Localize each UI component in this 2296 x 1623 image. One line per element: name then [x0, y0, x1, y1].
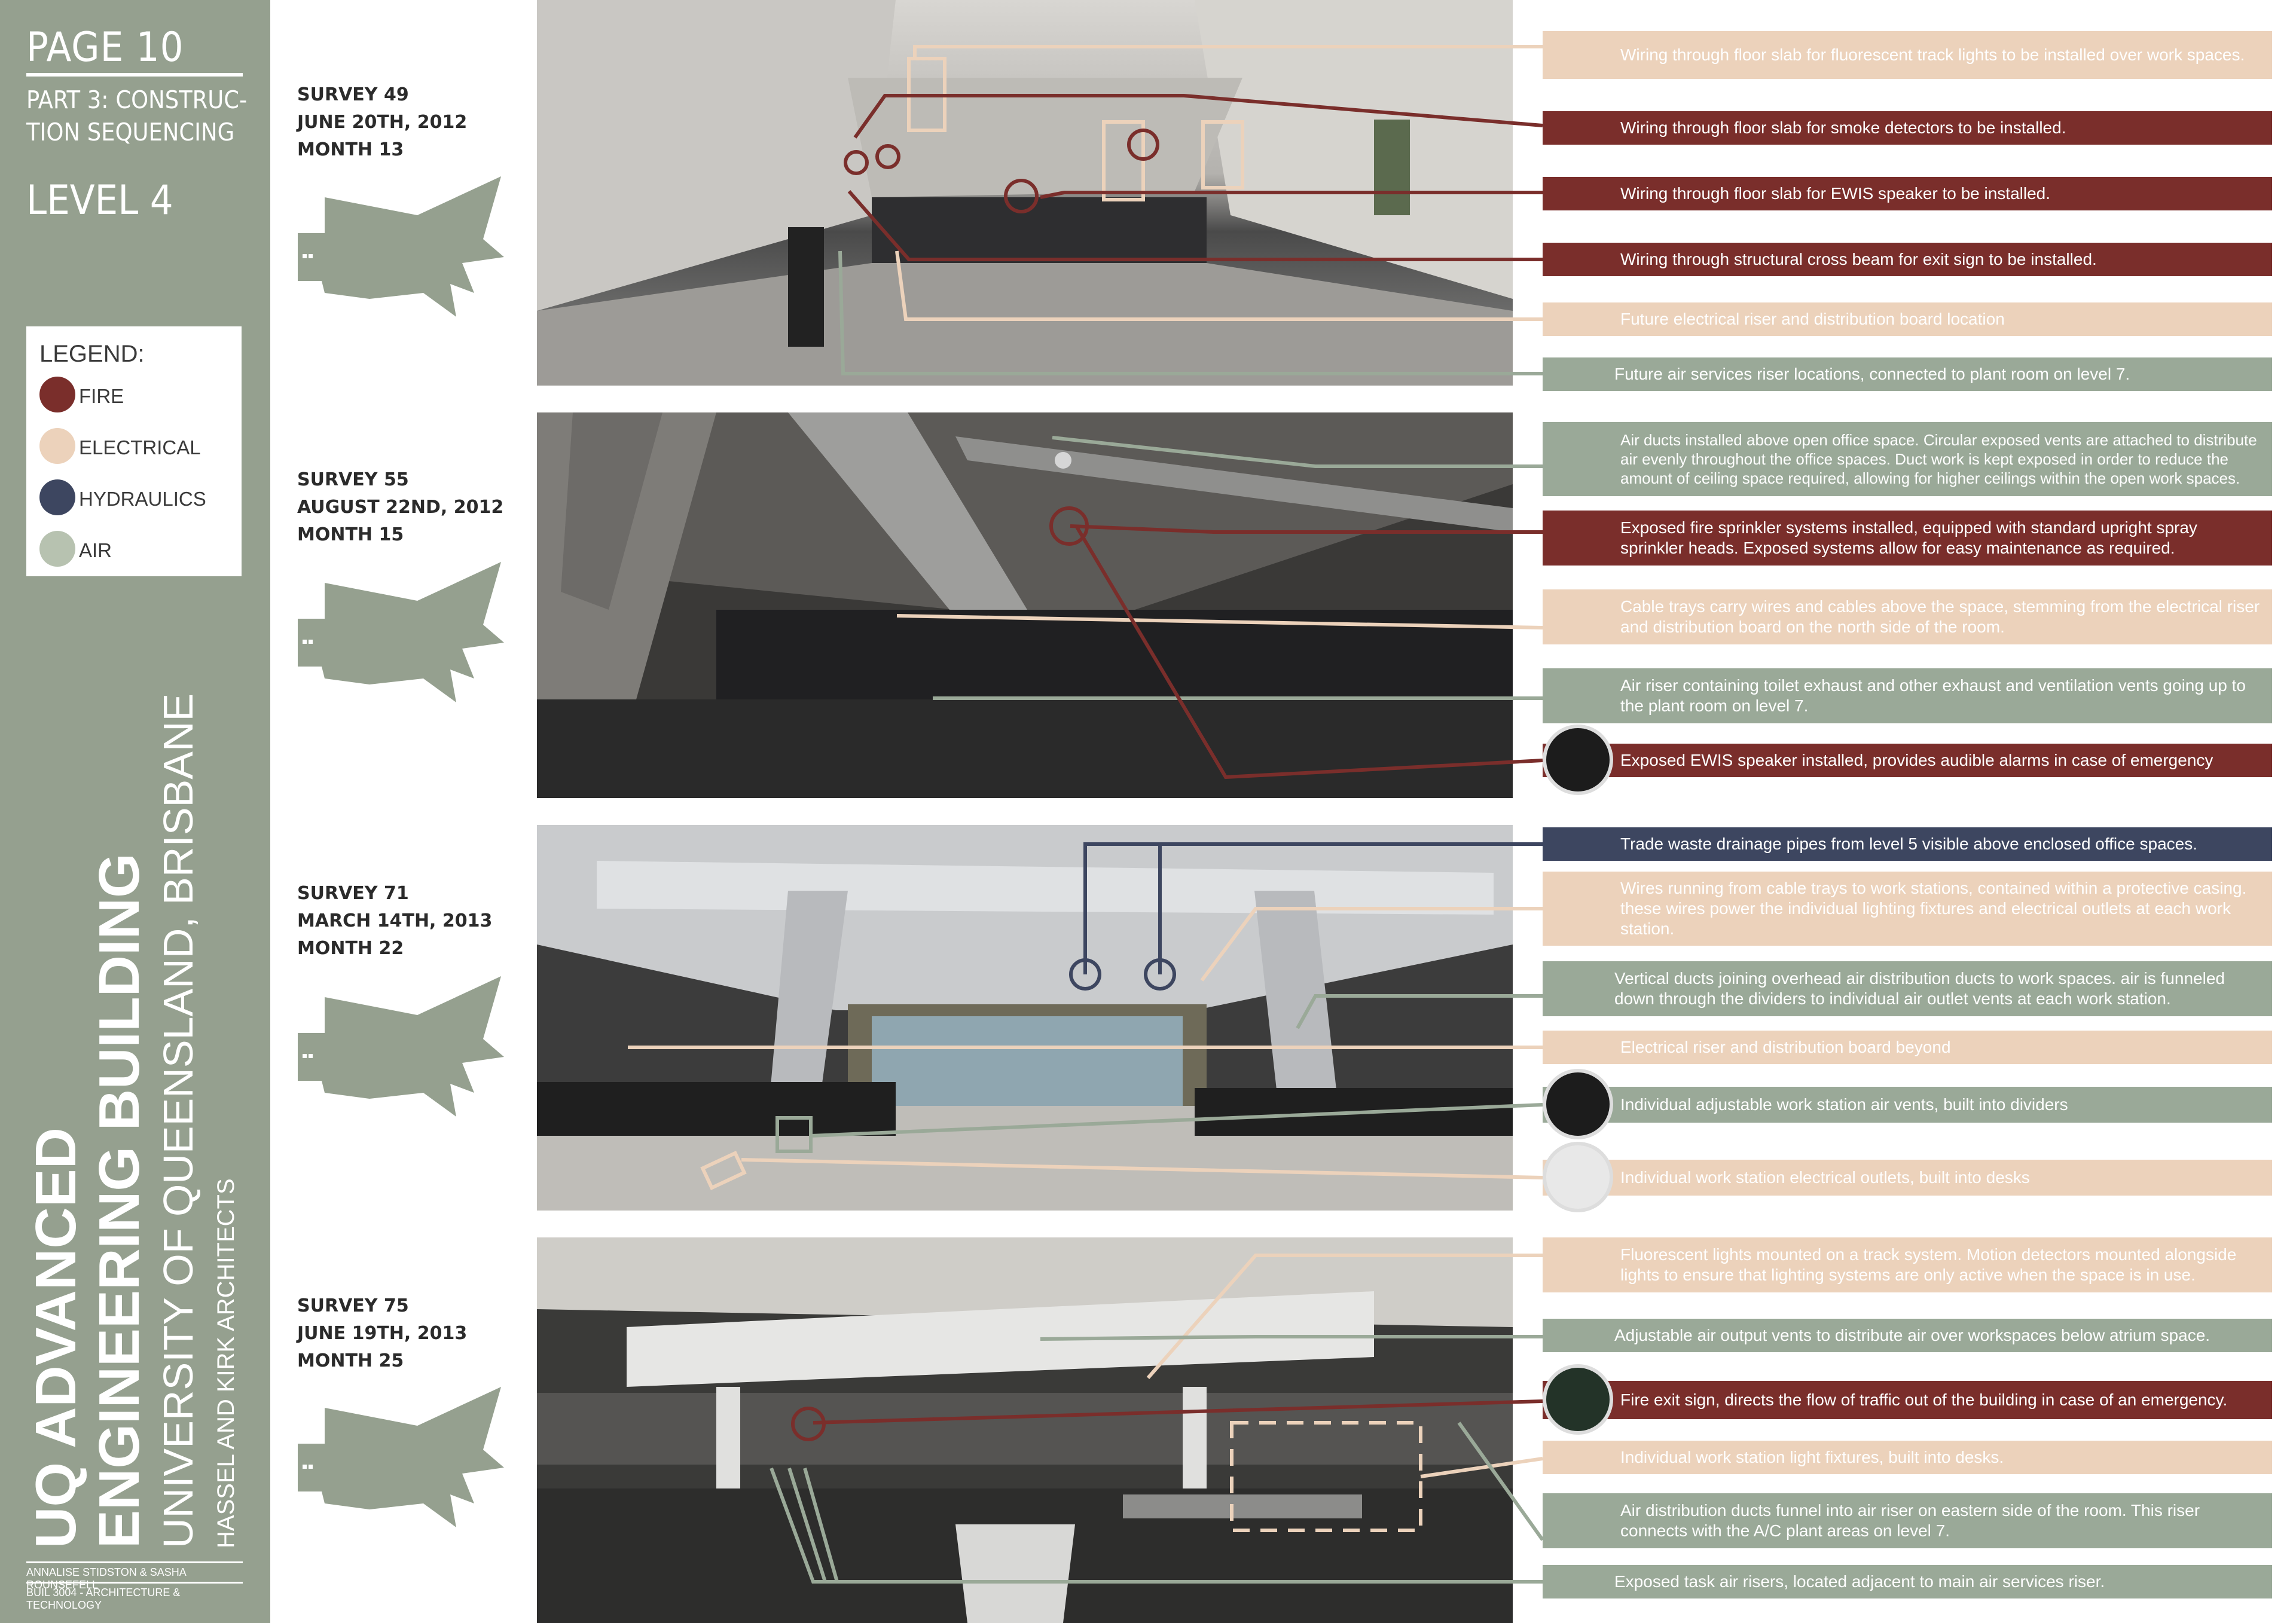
survey-month: MONTH 15	[297, 524, 404, 545]
callout-fire: Wiring through structural cross beam for…	[1543, 243, 2272, 276]
survey-number: SURVEY 55	[297, 469, 409, 490]
survey-date: MARCH 14TH, 2013	[297, 910, 493, 931]
legend: LEGEND: FIRE ELECTRICAL HYDRAULICS AIR	[26, 326, 242, 576]
legend-item-hydraulics: HYDRAULICS	[39, 479, 237, 516]
survey-number: SURVEY 75	[297, 1295, 409, 1316]
callout-electrical: Future electrical riser and distribution…	[1543, 302, 2272, 336]
callout-electrical: Individual work station electrical outle…	[1543, 1160, 2272, 1196]
survey-month: MONTH 25	[297, 1350, 404, 1371]
survey-month: MONTH 22	[297, 938, 404, 959]
survey-photo-71	[537, 825, 1513, 1211]
survey-number: SURVEY 49	[297, 84, 409, 105]
legend-label: HYDRAULICS	[79, 488, 206, 510]
callout-fire: Exposed fire sprinkler systems installed…	[1543, 511, 2272, 566]
key-plan-icon	[298, 1387, 504, 1527]
callout-air: Individual adjustable work station air v…	[1543, 1087, 2272, 1123]
page-number: PAGE 10	[26, 24, 184, 71]
hydraulics-dot-icon	[39, 479, 75, 515]
callout-hydraulics: Trade waste drainage pipes from level 5 …	[1543, 827, 2272, 861]
survey-label-49: SURVEY 49 JUNE 20TH, 2012 MONTH 13	[297, 81, 467, 164]
legend-label: AIR	[79, 539, 112, 561]
survey-date: JUNE 19TH, 2013	[297, 1323, 468, 1344]
callout-fire: Wiring through floor slab for EWIS speak…	[1543, 177, 2272, 210]
course: BUIL 3004 - ARCHITECTURE & TECHNOLOGY	[26, 1587, 181, 1611]
callout-fire: Exposed EWIS speaker installed, provides…	[1543, 744, 2272, 777]
key-plan-icon	[298, 176, 504, 317]
callout-electrical: Electrical riser and distribution board …	[1543, 1031, 2272, 1064]
electrical-dot-icon	[39, 428, 75, 464]
exit-sign-thumbnail	[1543, 1364, 1613, 1435]
divider	[26, 1561, 243, 1563]
survey-date: JUNE 20TH, 2012	[297, 112, 468, 133]
survey-label-75: SURVEY 75 JUNE 19TH, 2013 MONTH 25	[297, 1292, 467, 1375]
part-heading: PART 3: CONSTRUC-TION SEQUENCING	[26, 85, 248, 146]
callout-electrical: Wiring through floor slab for fluorescen…	[1543, 31, 2272, 79]
callout-electrical: Fluorescent lights mounted on a track sy…	[1543, 1237, 2272, 1292]
legend-item-air: AIR	[39, 531, 237, 568]
callout-electrical: Wires running from cable trays to work s…	[1543, 872, 2272, 946]
callout-air: Exposed task air risers, located adjacen…	[1543, 1565, 2272, 1598]
air-dot-icon	[39, 531, 75, 567]
survey-label-71: SURVEY 71 MARCH 14TH, 2013 MONTH 22	[297, 880, 492, 962]
callout-air: Vertical ducts joining overhead air dist…	[1543, 961, 2272, 1016]
survey-label-55: SURVEY 55 AUGUST 22ND, 2012 MONTH 15	[297, 466, 503, 549]
survey-photo-55	[537, 412, 1513, 798]
sidebar: PAGE 10 PART 3: CONSTRUC-TION SEQUENCING…	[0, 0, 270, 1623]
callout-air: Future air services riser locations, con…	[1543, 357, 2272, 391]
survey-photo-75	[537, 1237, 1513, 1623]
survey-date: AUGUST 22ND, 2012	[297, 497, 504, 518]
key-plan-icon	[298, 976, 504, 1117]
callout-fire: Wiring through floor slab for smoke dete…	[1543, 111, 2272, 145]
survey-number: SURVEY 71	[297, 883, 409, 904]
callout-air: Air distribution ducts funnel into air r…	[1543, 1493, 2272, 1548]
legend-item-electrical: ELECTRICAL	[39, 428, 237, 465]
air-vent-thumbnail	[1543, 1069, 1613, 1139]
legend-label: FIRE	[79, 385, 124, 407]
key-plan-icon	[298, 562, 504, 702]
level-heading: LEVEL 4	[26, 177, 173, 224]
electrical-outlet-thumbnail	[1543, 1142, 1613, 1212]
legend-item-fire: FIRE	[39, 377, 237, 414]
callout-air: Air ducts installed above open office sp…	[1543, 422, 2272, 496]
legend-title: LEGEND:	[39, 341, 145, 367]
callout-fire: Fire exit sign, directs the flow of traf…	[1543, 1381, 2272, 1419]
fire-dot-icon	[39, 377, 75, 412]
callout-electrical: Individual work station light fixtures, …	[1543, 1441, 2272, 1474]
legend-label: ELECTRICAL	[79, 436, 201, 459]
survey-month: MONTH 13	[297, 139, 404, 160]
callout-electrical: Cable trays carry wires and cables above…	[1543, 589, 2272, 644]
callout-air: Adjustable air output vents to distribut…	[1543, 1319, 2272, 1352]
divider	[26, 73, 243, 77]
ewis-speaker-thumbnail	[1543, 725, 1613, 795]
divider	[26, 1582, 243, 1584]
callout-air: Air riser containing toilet exhaust and …	[1543, 668, 2272, 723]
